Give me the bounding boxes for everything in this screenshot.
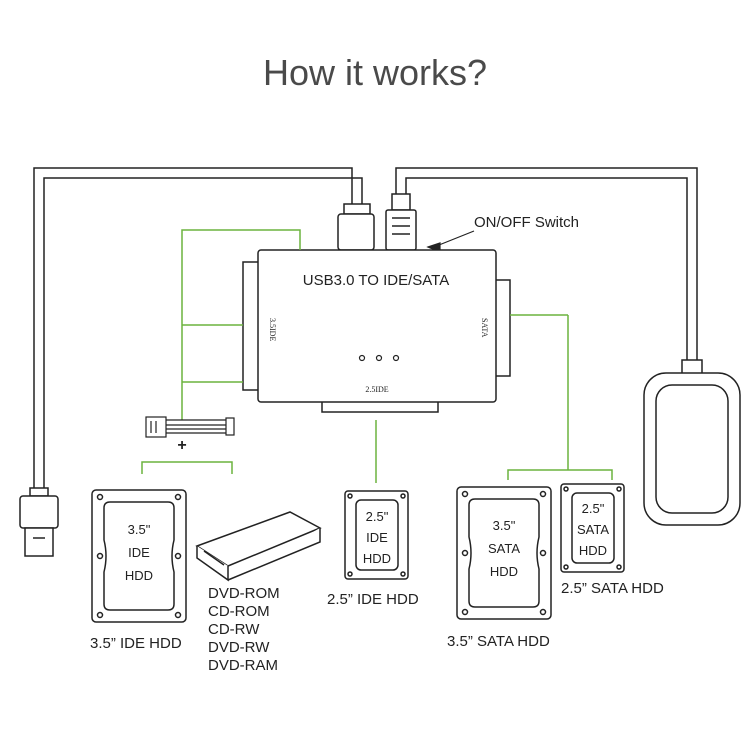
optical-type: CD-ROM [208,603,270,620]
hdd-2-5-ide-type: IDE [366,530,388,545]
hdd-3-5-ide-size: 3.5" [128,522,151,537]
optical-drive [195,511,322,582]
optical-drive-list: DVD-ROM CD-ROM CD-RW DVD-RW DVD-RAM [208,585,280,675]
hdd-3-5-sata-type: SATA [488,541,520,556]
hdd-2-5-sata [560,483,625,573]
optical-type: DVD-RAM [208,657,278,674]
hdd-2-5-sata-type: SATA [577,522,609,537]
port-label-sata: SATA [480,318,489,338]
hdd-3-5-sata-size: 3.5" [493,518,516,533]
usb-cable [33,167,363,490]
hdd-2-5-ide-kind: HDD [363,551,391,566]
caption-3-5-sata-hdd: 3.5” SATA HDD [447,633,550,650]
hdd-2-5-ide-size: 2.5" [366,509,389,524]
power-plus-sign: + [177,437,186,454]
adapter-body [242,249,511,413]
connection-lines [141,229,613,483]
hdd-2-5-ide [344,490,409,580]
port-label-2-5ide: 2.5IDE [365,385,388,394]
port-label-3-5ide: 3.5IDE [268,318,277,341]
caption-2-5-sata-hdd: 2.5” SATA HDD [561,580,664,597]
power-barrel-connector [385,193,417,251]
caption-2-5-ide-hdd: 2.5” IDE HDD [327,591,419,608]
hdd-3-5-sata-kind: HDD [490,564,518,579]
usb-a-plug [19,487,59,557]
page-title: How it works? [262,52,488,93]
switch-pointer [426,230,475,253]
optical-type: CD-RW [208,621,260,638]
power-supply-brick [643,359,741,526]
power-splitter-cable [145,416,235,438]
hdd-3-5-ide-kind: HDD [125,568,153,583]
hdd-2-5-sata-kind: HDD [579,543,607,558]
optical-type: DVD-ROM [208,585,280,602]
hdd-3-5-sata [456,486,552,620]
switch-label: ON/OFF Switch [474,214,580,231]
power-cable [395,167,698,362]
optical-type: DVD-RW [208,639,270,656]
hdd-3-5-ide [91,489,187,623]
adapter-leds [358,354,400,362]
caption-3-5-ide-hdd: 3.5” IDE HDD [90,635,182,652]
hdd-3-5-ide-type: IDE [128,545,150,560]
hdd-2-5-sata-size: 2.5" [582,501,605,516]
adapter-label: USB3.0 TO IDE/SATA [303,272,449,289]
usb-b-connector [337,203,375,251]
